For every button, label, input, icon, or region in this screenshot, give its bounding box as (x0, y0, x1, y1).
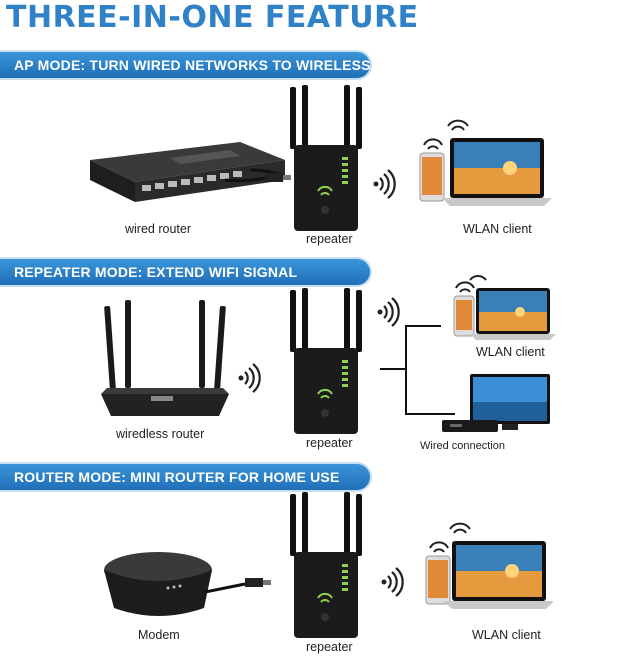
wired-router-label: wired router (125, 222, 191, 236)
repeater-label: repeater (306, 436, 353, 450)
wlan-client-label: WLAN client (463, 222, 532, 236)
tv-icon (442, 374, 550, 432)
wired-router-icon (90, 142, 285, 202)
wired-connection-label: Wired connection (420, 440, 505, 452)
phone-icon (425, 541, 451, 605)
repeater-icon (290, 85, 362, 231)
connection-line (380, 368, 406, 370)
modem-icon (104, 552, 212, 616)
repeater-label: repeater (306, 232, 353, 246)
laptop-icon (469, 275, 556, 340)
repeater-label: repeater (306, 640, 353, 654)
page-title: THREE-IN-ONE FEATURE (6, 0, 419, 35)
repeater-icon (290, 492, 362, 638)
connection-line (405, 325, 441, 327)
router-mode-title: ROUTER MODE: MINI ROUTER FOR HOME USE (14, 469, 340, 485)
repeater-mode-section: REPEATER MODE: EXTEND WIFI SIGNAL wiredl… (0, 257, 556, 452)
wifi-signal-icon (373, 169, 396, 199)
ethernet-cable-icon (205, 578, 271, 594)
wifi-signal-icon (381, 567, 404, 597)
router-mode-banner: ROUTER MODE: MINI ROUTER FOR HOME USE (0, 462, 372, 492)
connection-line (405, 413, 455, 415)
connection-line (405, 325, 407, 415)
ap-mode-title: AP MODE: TURN WIRED NETWORKS TO WIRELESS (14, 57, 371, 73)
wireless-router-label: wiredless router (116, 427, 205, 441)
repeater-icon (290, 288, 362, 434)
ap-mode-section: AP MODE: TURN WIRED NETWORKS TO WIRELESS… (0, 0, 640, 260)
wifi-signal-icon (377, 297, 400, 327)
wireless-router-icon (101, 300, 229, 416)
wlan-client-label: WLAN client (472, 628, 541, 642)
repeater-mode-banner: REPEATER MODE: EXTEND WIFI SIGNAL (0, 257, 372, 287)
laptop-icon (444, 522, 554, 609)
repeater-mode-title: REPEATER MODE: EXTEND WIFI SIGNAL (14, 264, 298, 280)
phone-icon (453, 281, 475, 337)
wifi-signal-icon (238, 363, 261, 393)
laptop-icon (442, 119, 552, 206)
ethernet-cable-icon (225, 173, 291, 183)
ap-mode-banner: AP MODE: TURN WIRED NETWORKS TO WIRELESS (0, 50, 372, 80)
phone-icon (419, 138, 445, 202)
modem-label: Modem (138, 628, 180, 642)
wlan-client-label: WLAN client (476, 345, 545, 359)
